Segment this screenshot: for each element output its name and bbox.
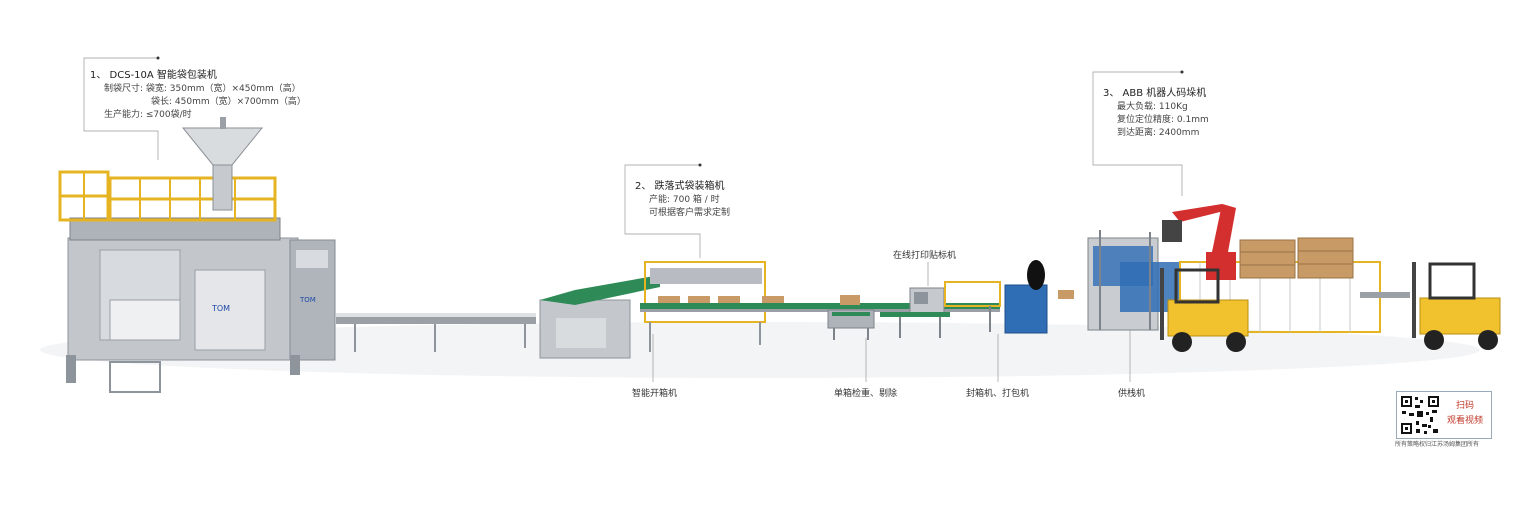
callout-line: 制袋尺寸: 袋宽: 350mm（宽）×450mm（高） (104, 84, 301, 94)
qr-line-scan: 扫码 (1455, 401, 1474, 411)
callout-line: 到达距离: 2400mm (1117, 128, 1200, 138)
callout-line: 最大负载: 110Kg (1117, 102, 1188, 112)
pallet-feeder (1087, 230, 1180, 331)
callout-title: 2、 跌落式袋装箱机 (635, 181, 725, 192)
label-online-print: 在线打印贴标机 (893, 251, 957, 261)
label-sealer: 封箱机、打包机 (966, 389, 1030, 399)
conveyor-2 (640, 290, 1074, 312)
callout-line: 袋长: 450mm（宽）×700mm（高） (151, 97, 306, 107)
forklift-2 (1412, 262, 1501, 350)
callout-bagging-machine: 1、 DCS-10A 智能袋包装机 制袋尺寸: 袋宽: 350mm（宽）×450… (90, 69, 306, 122)
callout-line: 可根据客户需求定制 (649, 208, 731, 218)
robot-palletizer (1162, 204, 1410, 333)
callout-robot-palletizer: 3、 ABB 机器人码垛机 最大负载: 110Kg 复位定位精度: 0.1mm … (1103, 87, 1209, 140)
label-printer (880, 287, 950, 338)
forklift-1 (1160, 268, 1249, 352)
label-pallet-feeder: 供栈机 (1118, 389, 1146, 399)
copyright-text: 所有策略权归江苏汤姆集团所有 (1395, 441, 1480, 448)
qr-video-box[interactable]: 扫码 观看视频 (1396, 391, 1492, 439)
qr-line-watch: 观看视频 (1446, 416, 1483, 426)
bagging-machine: TOM TOM (58, 117, 336, 393)
sealer-strapper (944, 260, 1048, 334)
callout-line: 复位定位精度: 0.1mm (1117, 115, 1209, 125)
label-case-erector: 智能开箱机 (632, 389, 678, 399)
qr-code-icon (1400, 395, 1440, 435)
callout-line: 生产能力: ≤700袋/时 (104, 110, 192, 120)
check-weigher (827, 309, 875, 340)
callout-title: 3、 ABB 机器人码垛机 (1103, 88, 1207, 99)
drop-case-packer (539, 261, 784, 359)
label-checkweigh: 单箱检重、剔除 (834, 389, 898, 399)
callout-title: 1、 DCS-10A 智能袋包装机 (90, 70, 217, 81)
leader-lines (83, 57, 1183, 382)
brand-logo-side: TOM (299, 296, 316, 304)
callout-case-packer: 2、 跌落式袋装箱机 产能: 700 箱 / 时 可根据客户需求定制 (635, 180, 730, 220)
conveyor-1 (336, 313, 536, 352)
brand-logo: TOM (211, 304, 230, 313)
callout-line: 产能: 700 箱 / 时 (649, 195, 720, 205)
